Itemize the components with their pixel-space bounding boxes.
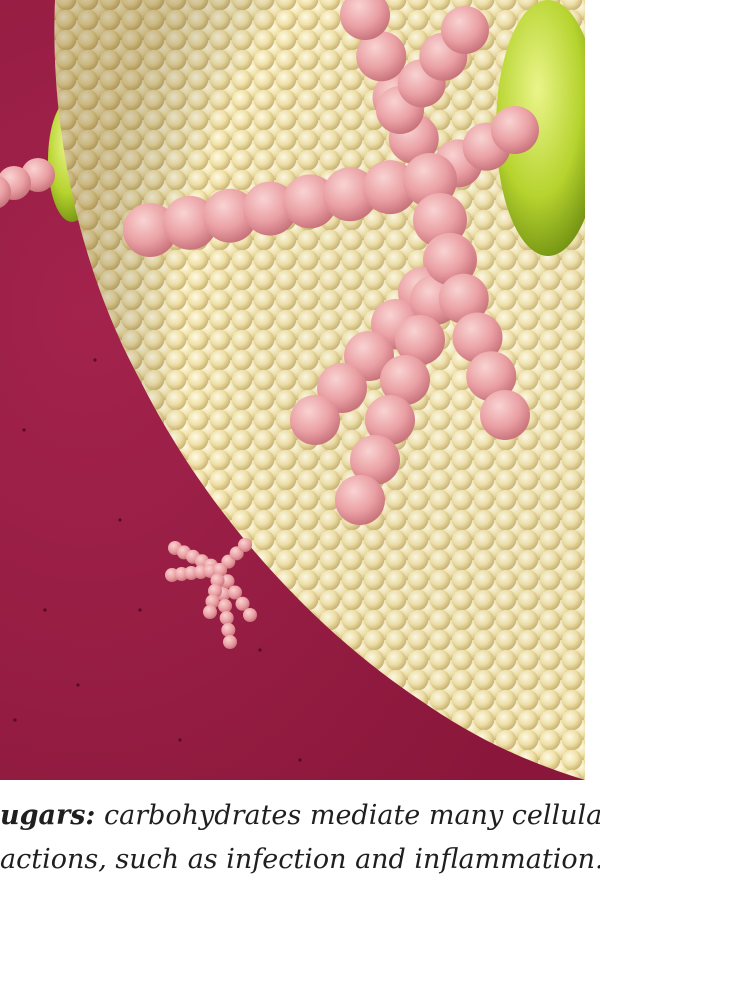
sugar-branch-down-bead	[395, 315, 445, 365]
sugar-branch-down-bead	[335, 475, 385, 525]
speckle	[43, 608, 47, 612]
sugar-branch-down-bead	[380, 355, 430, 405]
sugar-branch-down-right-bead	[425, 235, 475, 285]
small-sugar-down-bead	[219, 611, 234, 625]
sugar-branch-down-right-bead	[466, 351, 517, 402]
cell-surface-illustration	[0, 0, 585, 780]
sugar-branch-down-bead	[365, 395, 415, 445]
sugar-branch-top-right-bead	[441, 6, 489, 54]
membrane-protein-right	[496, 0, 585, 256]
speckle	[178, 738, 182, 742]
sugar-branch-left-bead	[203, 188, 257, 243]
sugar-branch-right-bead	[491, 106, 539, 154]
speckle	[76, 683, 80, 687]
speckle	[298, 758, 302, 762]
sugar-branch-top-left-bead	[340, 0, 390, 40]
small-sugar-down-left-bead	[208, 584, 222, 598]
sugar-branch-left-bead	[363, 160, 417, 215]
small-sugar-down-left-bead	[213, 563, 227, 577]
speckle	[258, 648, 262, 652]
caption-lead: ugars:	[0, 800, 96, 831]
figure-caption: ugars: carbohydrates mediate many cellul…	[0, 794, 600, 882]
small-sugar-top-bead	[238, 538, 252, 552]
speckle	[22, 428, 26, 432]
sugar-branch-down-right-bead	[438, 273, 489, 324]
sugar-branch-left-bead	[163, 195, 217, 250]
sugar-branch-down-left-bead	[290, 395, 340, 445]
sugar-branch-left-bead	[323, 167, 377, 222]
speckle	[93, 358, 97, 362]
sugar-branch-top-left-bead	[356, 31, 407, 82]
sugar-branch-down-right-bead	[480, 390, 530, 440]
sugar-branch-left-bead	[123, 203, 177, 257]
caption-line-2: actions, such as infection and inflammat…	[0, 844, 600, 875]
small-sugar-down-right-bead	[235, 596, 250, 611]
small-sugar-down-right-bead	[228, 585, 242, 600]
sugar-tree-large	[123, 0, 539, 525]
small-sugar-down-left-bead	[210, 573, 225, 588]
caption-line-1: ugars: carbohydrates mediate many cellul…	[0, 794, 600, 838]
small-sugar-down-left-bead	[203, 605, 217, 619]
speckle	[13, 718, 17, 722]
small-sugar-down-right-bead	[220, 574, 235, 589]
sugar-tree-small	[165, 538, 257, 649]
sugar-branch-down-bead	[350, 435, 400, 485]
speckle	[118, 518, 122, 522]
illustration-svg	[0, 0, 585, 780]
sugar-branch-left-bead	[283, 174, 337, 229]
small-sugar-down-right-bead	[243, 608, 257, 622]
caption-line-1-text: carbohydrates mediate many cellular	[95, 800, 600, 831]
small-sugar-down-left-bead	[205, 594, 220, 609]
sugar-branch-left-bead	[243, 181, 297, 236]
small-sugar-down-bead	[223, 635, 237, 649]
sugar-chain-left	[0, 158, 55, 208]
small-sugar-down-bead	[218, 599, 232, 613]
sugar-branch-down-right-bead	[452, 312, 503, 363]
speckle	[138, 608, 142, 612]
small-sugar-down-bead	[221, 623, 236, 637]
